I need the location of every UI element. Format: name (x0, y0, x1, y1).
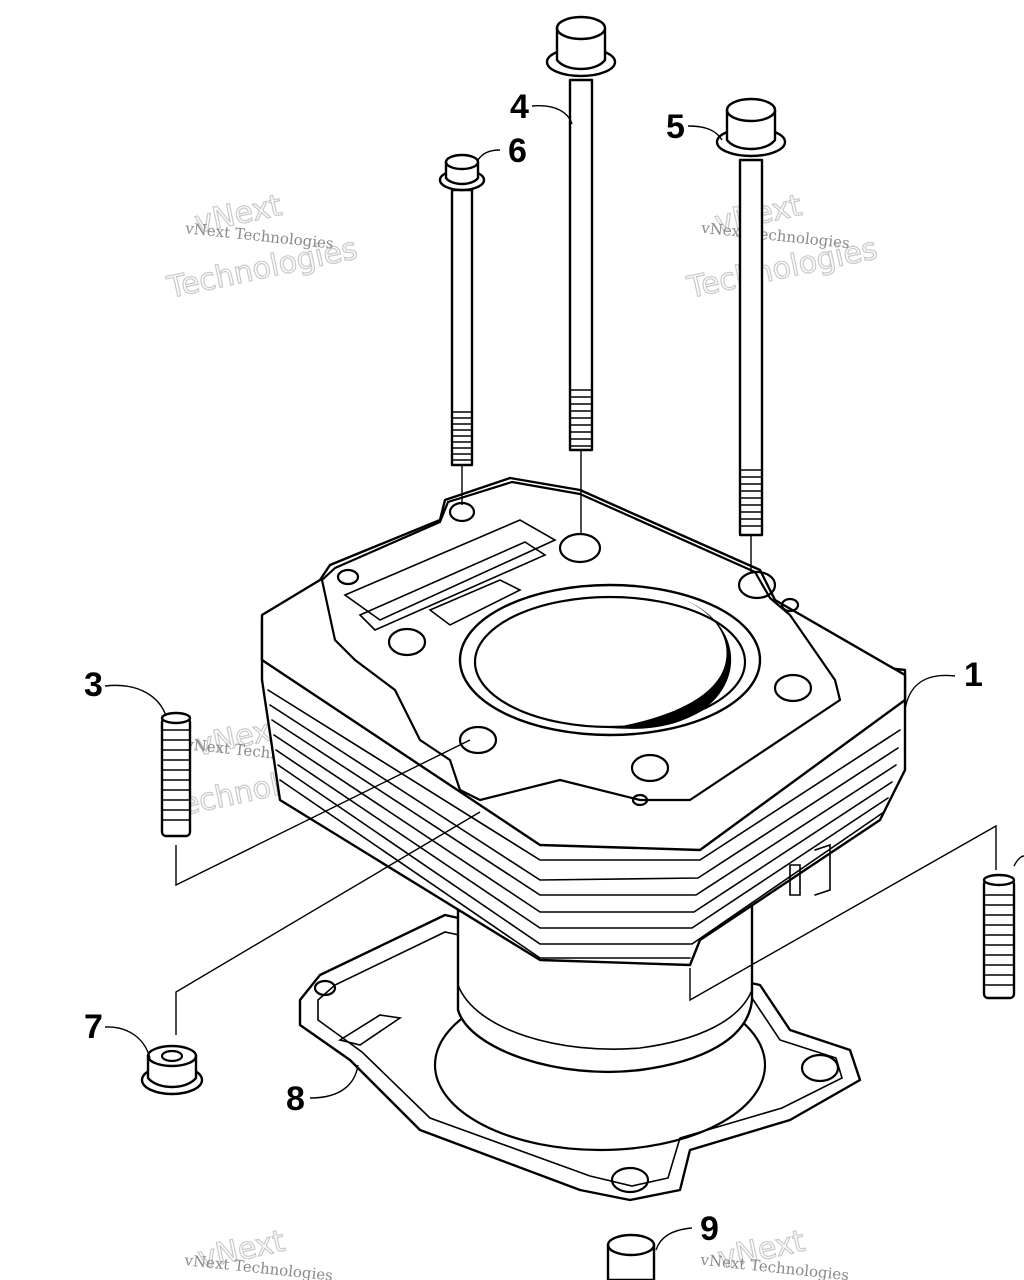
leader-5 (687, 125, 723, 141)
callout-4: 4 (510, 88, 529, 126)
leader-6 (477, 149, 501, 161)
stud-right-part (689, 824, 1024, 1002)
leader-8 (309, 1064, 359, 1099)
leader-7 (104, 1026, 151, 1059)
cylinder-part (260, 476, 907, 1074)
callout-6: 6 (508, 132, 527, 170)
callout-3: 3 (84, 666, 103, 704)
leader-4 (531, 105, 573, 125)
leader-1 (904, 674, 956, 711)
dowel-pin-part (606, 1233, 656, 1280)
callout-5: 5 (666, 108, 685, 146)
bolt-long-right-part (715, 97, 787, 572)
callout-8: 8 (286, 1080, 305, 1118)
stud-short-part (160, 711, 471, 887)
flange-nut-part (140, 811, 481, 1096)
callout-1: 1 (964, 656, 983, 694)
bolt-left-part (438, 153, 486, 505)
callout-9: 9 (700, 1210, 719, 1248)
leader-9 (655, 1227, 693, 1251)
bolt-long-center-part (545, 15, 617, 535)
callout-7: 7 (84, 1008, 103, 1046)
leader-3 (104, 684, 167, 717)
